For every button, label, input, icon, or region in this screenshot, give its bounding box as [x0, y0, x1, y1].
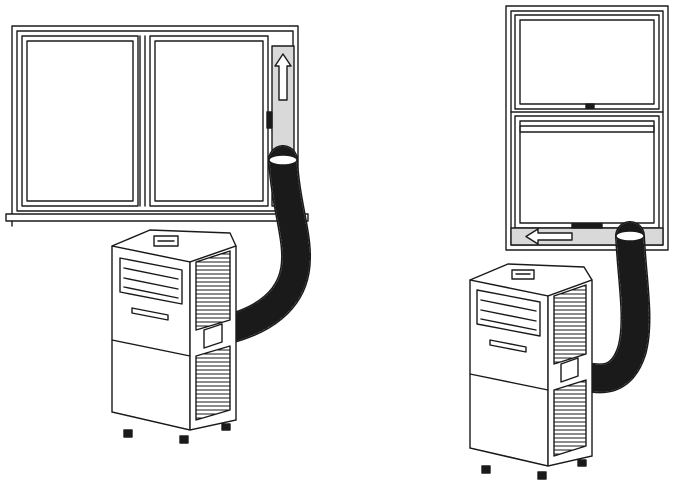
caster-wheel [577, 459, 587, 467]
exhaust-hose [579, 221, 651, 394]
side-grille-lower [195, 345, 231, 421]
sash-window [505, 5, 669, 251]
air-outlet-louver [476, 289, 541, 337]
side-grille-lower [553, 379, 587, 457]
caster-wheel [179, 435, 189, 444]
exhaust-hose [210, 145, 312, 345]
caster-wheel [221, 423, 231, 431]
caster-wheel [123, 429, 133, 438]
exhaust-port [560, 357, 579, 383]
arrow-left-icon [525, 228, 573, 245]
side-grille-upper [553, 284, 587, 365]
air-conditioner-unit [111, 229, 237, 444]
side-grille-upper [195, 250, 231, 331]
sliding-window-panel [5, 25, 312, 444]
sash-window-panel [469, 5, 669, 480]
sliding-window [5, 25, 309, 227]
air-outlet-louver [119, 257, 183, 305]
caster-wheel [481, 465, 491, 474]
exhaust-port [203, 323, 223, 349]
sash-lock [585, 103, 595, 109]
arrow-up-icon [274, 53, 292, 101]
air-conditioner-unit [469, 263, 593, 480]
caster-wheel [537, 471, 547, 480]
